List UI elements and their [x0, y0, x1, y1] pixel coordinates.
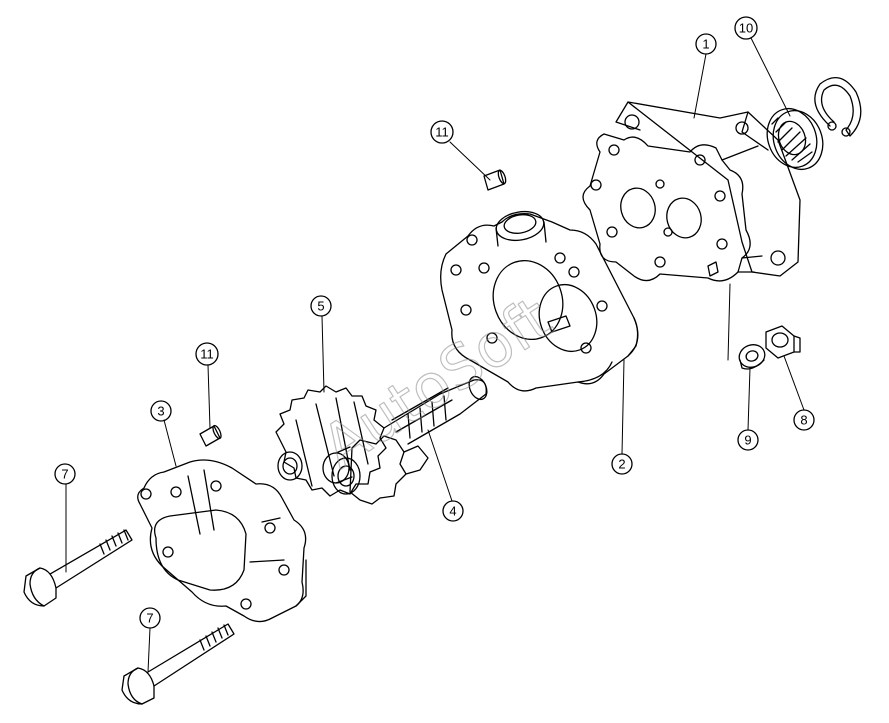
callout-label: 10 [739, 21, 753, 36]
callout-7-lower: 7 [139, 607, 161, 629]
part-4-driven-gear [331, 435, 429, 505]
callout-label: 3 [157, 404, 164, 419]
callout-label: 7 [146, 611, 153, 626]
part-1-flange-housing [582, 101, 801, 282]
part-9-washer [738, 344, 766, 370]
callout-3: 3 [150, 400, 172, 422]
callout-label: 1 [702, 37, 709, 52]
watermark-text: AutoSoft [310, 284, 564, 483]
callout-4: 4 [442, 500, 464, 522]
callout-label: 11 [435, 125, 449, 140]
part-5-drive-gear [275, 375, 488, 497]
callout-label: 8 [800, 413, 807, 428]
callout-1: 1 [695, 33, 717, 55]
callout-5: 5 [310, 295, 332, 317]
callout-7-upper: 7 [54, 463, 76, 485]
part-8-nut [765, 325, 801, 359]
callout-9: 9 [737, 429, 759, 451]
callout-label: 2 [618, 457, 625, 472]
callout-11-upper: 11 [430, 120, 454, 144]
callout-label: 9 [744, 433, 751, 448]
callout-8: 8 [793, 409, 815, 431]
callout-label: 7 [61, 467, 68, 482]
callout-10: 10 [734, 16, 758, 40]
part-2-pump-body [440, 210, 639, 392]
part-7-upper-bolt [23, 529, 133, 607]
leader-lines [65, 37, 805, 673]
callout-label: 4 [449, 504, 456, 519]
snap-ring [814, 76, 862, 137]
part-11-upper-dowel-pin [483, 169, 507, 191]
part-11-lower-dowel-pin [199, 424, 222, 447]
callout-label: 11 [200, 347, 214, 362]
callout-11-lower: 11 [195, 342, 219, 366]
callout-label: 5 [317, 299, 324, 314]
part-3-front-cover [137, 459, 307, 623]
part-7-lower-bolt [121, 623, 235, 705]
callout-2: 2 [611, 453, 633, 475]
part-10-bearing [766, 107, 824, 171]
